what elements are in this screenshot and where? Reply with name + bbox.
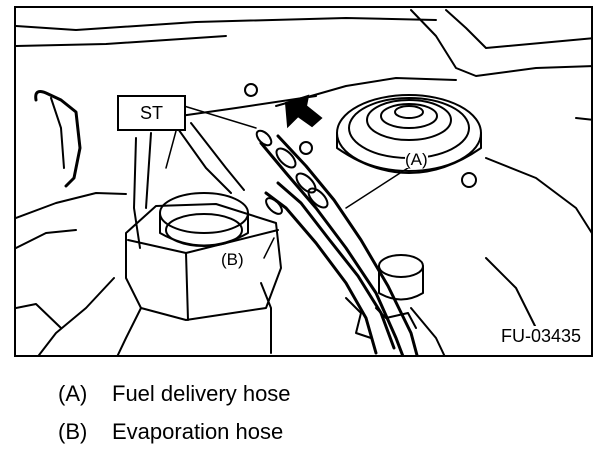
legend-item: (A) Fuel delivery hose — [58, 381, 291, 419]
figure-code: FU-03435 — [498, 326, 583, 347]
special-tool-label: ST — [117, 95, 186, 131]
special-tool-text: ST — [139, 102, 163, 123]
callout-b: (B) — [221, 250, 244, 269]
legend-letter: (A) — [58, 381, 88, 406]
legend-letter: (B) — [58, 419, 88, 444]
engine-bay-drawing — [16, 9, 591, 355]
legend: (A) Fuel delivery hose (B) Evaporation h… — [58, 381, 291, 457]
legend-text: Evaporation hose — [112, 419, 284, 444]
callout-a: (A) — [405, 150, 428, 169]
legend-item: (B) Evaporation hose — [58, 419, 291, 457]
direction-arrow-icon — [284, 94, 323, 129]
illustration-frame: ST (A) (B) FU-03435 — [14, 6, 593, 357]
legend-text: Fuel delivery hose — [112, 381, 291, 406]
